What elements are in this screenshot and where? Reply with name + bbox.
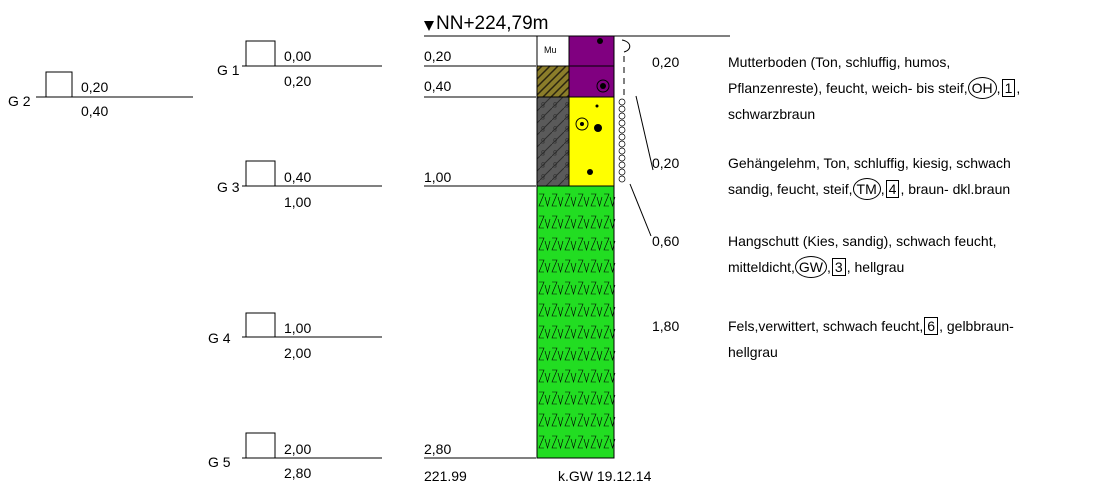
ground-level-label: NN+224,79m bbox=[436, 13, 548, 34]
sample-g5-top: 2,00 bbox=[284, 441, 311, 457]
bottom-elevation: 221.99 bbox=[424, 468, 467, 484]
layer-description-4: Fels,verwittert, schwach feucht,6, gelbb… bbox=[728, 313, 1108, 365]
layer-4-line-2: hellgrau bbox=[728, 344, 778, 360]
sample-g4-name: G 4 bbox=[208, 330, 231, 346]
sample-g3: G 3 0,40 1,00 bbox=[217, 160, 382, 210]
layer-thickness-1: 0,20 bbox=[652, 54, 679, 70]
connector-2 bbox=[629, 183, 652, 237]
layer-4-line-1: Fels,verwittert, schwach feucht,6, gelbb… bbox=[728, 317, 1014, 335]
groundwater-note: k.GW 19.12.14 bbox=[558, 468, 652, 484]
soil-class-4: 4 bbox=[885, 180, 900, 198]
sample-g2-bottom: 0,40 bbox=[81, 103, 108, 119]
layer-thickness-4: 1,80 bbox=[652, 318, 679, 334]
layer-3-hatch bbox=[537, 97, 569, 186]
sample-g1-top: 0,00 bbox=[284, 48, 311, 64]
depth-label-4: 2,80 bbox=[424, 441, 451, 457]
soil-group-tm: TM bbox=[852, 178, 881, 200]
sample-g4: G 4 1,00 2,00 bbox=[208, 312, 382, 361]
sample-g5: G 5 2,00 2,80 bbox=[208, 432, 382, 481]
sample-g5-bottom: 2,80 bbox=[284, 465, 311, 481]
layer-thickness-3: 0,60 bbox=[652, 233, 679, 249]
sample-g5-box bbox=[245, 432, 276, 459]
layer-2-line-2: sandig, feucht, steif,TM,4, braun- dkl.b… bbox=[728, 176, 1108, 202]
layer-2-hatch bbox=[537, 66, 569, 97]
column-label: Mu bbox=[544, 45, 557, 55]
layer-2-line-1: Gehängelehm, Ton, schluffig, kiesig, sch… bbox=[728, 155, 1011, 171]
soil-class-6: 6 bbox=[924, 317, 939, 335]
layer-description-1: Mutterboden (Ton, schluffig, humos, Pfla… bbox=[728, 49, 1108, 127]
sample-g5-name: G 5 bbox=[208, 454, 231, 470]
layer-4-green bbox=[537, 186, 614, 458]
sample-g1: G 1 0,00 0,20 bbox=[217, 40, 382, 89]
layer-thickness-2: 0,20 bbox=[652, 155, 679, 171]
depth-label-3: 1,00 bbox=[424, 169, 451, 185]
sample-g3-top: 0,40 bbox=[284, 169, 311, 185]
sample-g4-bottom: 2,00 bbox=[284, 345, 311, 361]
layer-3-line-2: mitteldicht,GW,3, hellgrau bbox=[728, 254, 1108, 280]
layer-3-line-1: Hangschutt (Kies, sandig), schwach feuch… bbox=[728, 233, 997, 249]
sample-g3-box bbox=[245, 160, 276, 187]
depth-label-1: 0,20 bbox=[424, 48, 451, 64]
probe-mark bbox=[618, 39, 631, 183]
sample-g1-name: G 1 bbox=[217, 62, 240, 78]
sample-g1-bottom: 0,20 bbox=[284, 73, 311, 89]
ground-level: NN+224,79m bbox=[424, 13, 730, 37]
sample-g4-top: 1,00 bbox=[284, 320, 311, 336]
soil-class-3: 3 bbox=[831, 258, 846, 276]
sample-g1-box bbox=[245, 40, 276, 67]
connector-1 bbox=[635, 95, 654, 171]
sample-g2-box bbox=[45, 71, 73, 98]
sample-g2-top: 0,20 bbox=[81, 79, 108, 95]
soil-group-gw: GW bbox=[794, 256, 828, 278]
sample-g2: G 2 0,20 0,40 bbox=[8, 71, 193, 119]
soil-group-oh: OH bbox=[967, 77, 997, 99]
layer-1-line-1: Mutterboden (Ton, schluffig, humos, bbox=[728, 54, 951, 70]
sample-g2-name: G 2 bbox=[8, 93, 31, 109]
depth-label-2: 0,40 bbox=[424, 78, 451, 94]
ground-level-triangle-icon bbox=[424, 21, 434, 31]
sample-g3-bottom: 1,00 bbox=[284, 194, 311, 210]
layer-1-line-2: Pflanzenreste), feucht, weich- bis steif… bbox=[728, 75, 1108, 101]
profile-column: Mu bbox=[536, 35, 616, 459]
layer-1-purple bbox=[569, 36, 614, 66]
column-outline bbox=[536, 35, 615, 459]
layer-1-line-3: schwarzbraun bbox=[728, 106, 816, 122]
soil-class-1: 1 bbox=[1001, 79, 1016, 97]
layer-description-3: Hangschutt (Kies, sandig), schwach feuch… bbox=[728, 228, 1108, 280]
sample-g4-box bbox=[245, 312, 276, 338]
sample-g3-name: G 3 bbox=[217, 179, 240, 195]
layer-description-2: Gehängelehm, Ton, schluffig, kiesig, sch… bbox=[728, 150, 1108, 202]
